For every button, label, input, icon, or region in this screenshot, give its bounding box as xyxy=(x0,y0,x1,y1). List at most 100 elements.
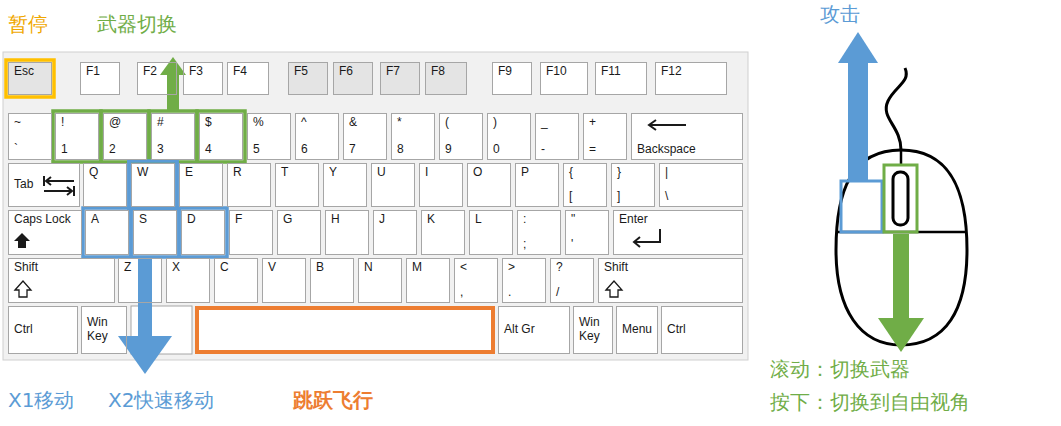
key-fill xyxy=(655,62,727,95)
key-label: Z xyxy=(124,261,156,275)
key-fill xyxy=(467,163,511,207)
annotation-label: 武器切换 xyxy=(97,12,177,36)
key-label: + xyxy=(589,116,621,130)
key-fill xyxy=(535,113,579,160)
key-label: \ xyxy=(665,190,737,204)
key-box: Win Key xyxy=(573,306,613,354)
key-box: %5 xyxy=(247,113,291,160)
key-box: W xyxy=(131,163,175,207)
key-label: 6 xyxy=(301,143,333,157)
key-fill xyxy=(469,210,513,255)
key-label: C xyxy=(220,261,252,275)
key-label: ] xyxy=(617,190,649,204)
key-box: Y xyxy=(323,163,367,207)
wheel-highlight xyxy=(884,165,917,232)
key-fill xyxy=(262,258,306,303)
key-fill xyxy=(391,113,435,160)
key-box: V xyxy=(262,258,306,303)
key-fill xyxy=(517,210,561,255)
key-fill xyxy=(83,163,127,207)
key-label: Win Key xyxy=(87,316,121,344)
key-label: = xyxy=(589,143,621,157)
key-fill xyxy=(227,163,271,207)
tab-symbol xyxy=(46,180,74,182)
key-box: Shift xyxy=(8,258,115,303)
key-box: >. xyxy=(502,258,546,303)
annotation-label: 跳跃飞行 xyxy=(293,388,373,412)
key-fill xyxy=(540,62,588,95)
key-box: (9 xyxy=(439,113,483,160)
space-highlight xyxy=(197,308,493,352)
key-label: 0 xyxy=(493,143,525,157)
key-label: % xyxy=(253,116,285,130)
key-label: F2 xyxy=(143,65,171,79)
key-fill xyxy=(487,113,531,160)
key-label: F7 xyxy=(386,65,414,79)
key-label: X xyxy=(172,261,204,275)
key-label: 8 xyxy=(397,143,429,157)
key-box: T xyxy=(275,163,319,207)
key-fill xyxy=(373,210,417,255)
key-fill xyxy=(295,113,339,160)
key-fill xyxy=(131,163,175,207)
key-fill xyxy=(595,62,647,95)
key-label: K xyxy=(427,213,459,227)
key-label: Enter xyxy=(619,213,737,227)
key-label: ! xyxy=(61,116,93,130)
key-label: Win Key xyxy=(579,316,607,344)
key-label: F10 xyxy=(546,65,582,79)
weapon-highlight xyxy=(101,111,149,162)
key-fill xyxy=(421,210,465,255)
key-label: 3 xyxy=(157,143,189,157)
key-label: Menu xyxy=(622,323,652,337)
key-fill xyxy=(325,210,369,255)
key-label: M xyxy=(412,261,444,275)
tab-symbol xyxy=(44,190,72,192)
key-fill xyxy=(661,306,743,354)
key-label: W xyxy=(137,166,169,180)
key-box: F3 xyxy=(183,62,223,95)
key-label: Ctrl xyxy=(667,323,737,337)
key-box: !1 xyxy=(55,113,99,160)
key-label: ' xyxy=(571,238,603,252)
enter-symbol xyxy=(634,237,640,247)
key-box: "' xyxy=(565,210,609,255)
key-box: F5 xyxy=(288,62,328,95)
key-box: )0 xyxy=(487,113,531,160)
key-box: Enter xyxy=(613,210,743,255)
key-label: Ctrl xyxy=(14,323,72,337)
key-box: E xyxy=(179,163,223,207)
key-fill xyxy=(133,210,177,255)
key-box: U xyxy=(371,163,415,207)
key-fill xyxy=(425,62,467,95)
key-box: += xyxy=(583,113,627,160)
key-fill xyxy=(563,163,607,207)
attack-arrow xyxy=(848,62,868,180)
key-box: F11 xyxy=(595,62,647,95)
key-fill xyxy=(81,306,127,354)
key-label: | xyxy=(665,166,737,180)
key-box: N xyxy=(358,258,402,303)
annotation-label: X1移动 xyxy=(8,388,74,412)
key-box: G xyxy=(277,210,321,255)
key-box: Caps Lock xyxy=(8,210,82,255)
key-fill xyxy=(8,210,82,255)
key-fill xyxy=(247,113,291,160)
key-label: O xyxy=(473,166,505,180)
key-fill xyxy=(310,258,354,303)
key-box: M xyxy=(406,258,450,303)
key-fill xyxy=(565,210,609,255)
keyboard-frame xyxy=(3,52,748,360)
key-label: Esc xyxy=(14,65,46,79)
key-box: F9 xyxy=(492,62,532,95)
key-box: Alt Gr xyxy=(498,306,570,354)
key-box: &7 xyxy=(343,113,387,160)
annotation-label: 攻击 xyxy=(820,2,860,26)
key-fill xyxy=(288,62,328,95)
move-highlight xyxy=(129,161,177,209)
key-label: 2 xyxy=(109,143,141,157)
key-label: & xyxy=(349,116,381,130)
key-label: 1 xyxy=(61,143,93,157)
key-fill xyxy=(502,258,546,303)
key-box: C xyxy=(214,258,258,303)
